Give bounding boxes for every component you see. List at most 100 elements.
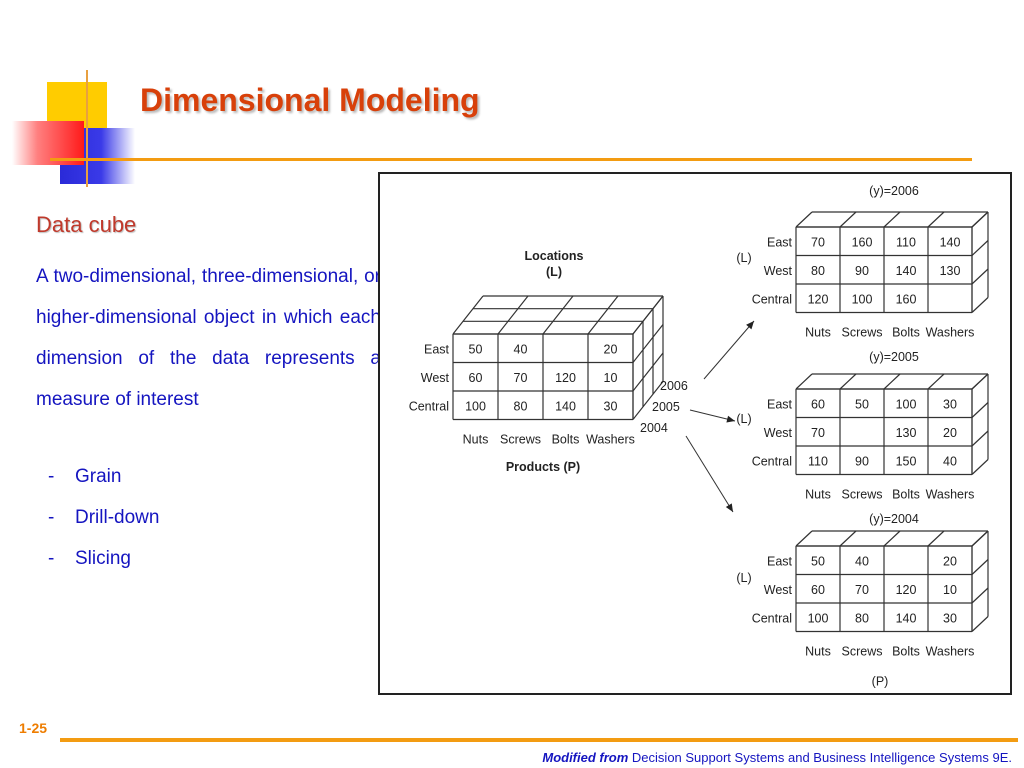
slice-2-top-edge (883, 530, 901, 547)
slice-2-cell-value: 40 (855, 554, 869, 568)
slice-2-cell-value: 100 (808, 611, 829, 625)
slice-1-row-label: East (767, 397, 793, 411)
bullet-dash: - (48, 507, 55, 528)
cube-locations-abbr: (L) (546, 265, 562, 279)
cube-top-edge (452, 295, 484, 335)
slice-1-col-label: Nuts (805, 488, 831, 502)
cube-row-label: Central (409, 399, 449, 413)
slice-2-col-label: Washers (926, 645, 975, 659)
cube-side-edge (632, 352, 664, 392)
bullet-dash: - (48, 548, 55, 569)
footer-line (60, 738, 1018, 742)
slice-bottom-label: (P) (872, 675, 889, 689)
slice-0-cell-value: 160 (852, 235, 873, 249)
cube-side-edge (632, 381, 664, 420)
slice-0-side-edge (971, 240, 989, 256)
slice-2-top-edge (795, 530, 813, 547)
slice-0-row-label: Central (752, 292, 792, 306)
slice-1-side-edge (971, 402, 989, 418)
cube-top-edge (542, 295, 574, 335)
slice-1-side-edge (971, 430, 989, 447)
slice-2-col-label: Bolts (892, 645, 920, 659)
slice-2-cell-value: 140 (896, 611, 917, 625)
slice-0-side-edge (971, 268, 989, 285)
slice-0-cell-value: 80 (811, 264, 825, 278)
cube-cell-value: 20 (604, 342, 618, 356)
cube-cell-value: 140 (555, 399, 576, 413)
slice-axis-label: (L) (736, 412, 751, 426)
slice-1-top-edge (927, 373, 945, 390)
slice-2-cell-value: 80 (855, 611, 869, 625)
cube-cell-value: 80 (514, 399, 528, 413)
slide-title: Dimensional Modeling (140, 82, 480, 118)
logo-vertical-line (86, 70, 88, 187)
subheading: Data cube (36, 212, 137, 237)
cube-row-label: West (421, 371, 450, 385)
slice-1-cell-value: 110 (808, 454, 828, 468)
slice-year-label: (y)=2006 (869, 184, 919, 198)
cube-cell-value: 40 (514, 342, 528, 356)
slice-1-row-label: West (764, 426, 793, 440)
slice-0-cell-value: 130 (940, 264, 961, 278)
slice-2-side-edge (971, 559, 989, 575)
cube-side-edge (632, 324, 664, 363)
arrow-to-2004 (685, 435, 734, 513)
bullet-item: -Drill-down (36, 497, 159, 538)
title-underline (50, 158, 972, 161)
bullet-list: -Grain -Drill-down -Slicing (36, 456, 159, 579)
slice-2-side-edge (971, 616, 989, 632)
footer-credit: Modified from Decision Support Systems a… (542, 750, 1012, 765)
slice-2-cell-value: 70 (855, 583, 869, 597)
cube-cell-value: 10 (604, 371, 618, 385)
slice-axis-label: (L) (736, 251, 751, 265)
cube-cell-value: 30 (604, 399, 618, 413)
slice-0-col-label: Nuts (805, 326, 831, 340)
slice-0-cell-value: 120 (808, 292, 829, 306)
slice-0-col-label: Screws (842, 326, 883, 340)
slice-0-top-edge (883, 211, 901, 228)
cube-top-edge (497, 295, 529, 335)
cube-locations-label: Locations (524, 249, 583, 263)
slice-0-top-edge (839, 211, 857, 228)
slice-0-row-label: East (767, 235, 793, 249)
slice-2-side-edge (971, 587, 989, 604)
footer-source: Decision Support Systems and Business In… (631, 750, 1012, 765)
bullet-text: Drill-down (75, 507, 160, 528)
slice-2-cell-value: 20 (943, 554, 957, 568)
cube-cell-value: 120 (555, 371, 576, 385)
slice-2-col-label: Nuts (805, 645, 831, 659)
slice-0-cell-value: 110 (896, 235, 916, 249)
bullet-item: -Slicing (36, 538, 159, 579)
slice-1-col-label: Washers (926, 488, 975, 502)
slice-1-top-edge (839, 373, 857, 390)
slice-0-cell-value: 140 (940, 235, 961, 249)
slice-1-cell-value: 20 (943, 426, 957, 440)
slice-1-top-edge (883, 373, 901, 390)
cube-products-label: Products (P) (506, 460, 580, 474)
slice-axis-label: (L) (736, 571, 751, 585)
slice-1-cell-value: 30 (943, 397, 957, 411)
slice-1-cell-value: 130 (896, 426, 917, 440)
slice-1-cell-value: 70 (811, 426, 825, 440)
bullet-item: -Grain (36, 456, 159, 497)
cube-row-label: East (424, 342, 450, 356)
cube-year-label: 2005 (652, 400, 680, 414)
cube-cell-value: 70 (514, 371, 528, 385)
slice-0-col-label: Bolts (892, 326, 920, 340)
bullet-text: Slicing (75, 548, 131, 569)
cube-cell-value: 60 (469, 371, 483, 385)
arrow-to-2005-head (726, 415, 735, 423)
slice-0-side-edge (971, 297, 989, 313)
slice-1-side-edge (971, 459, 989, 475)
slice-1-row-label: Central (752, 454, 792, 468)
slice-2-cell-value: 120 (896, 583, 917, 597)
slice-year-label: (y)=2005 (869, 350, 919, 364)
body-paragraph: A two-dimensional, three-dimensional, or… (36, 266, 381, 410)
slice-0-row-label: West (764, 264, 793, 278)
bullet-dash: - (48, 466, 55, 487)
cube-cell-value: 100 (465, 399, 486, 413)
cube-col-label: Nuts (463, 433, 489, 447)
arrow-to-2006 (703, 320, 755, 380)
